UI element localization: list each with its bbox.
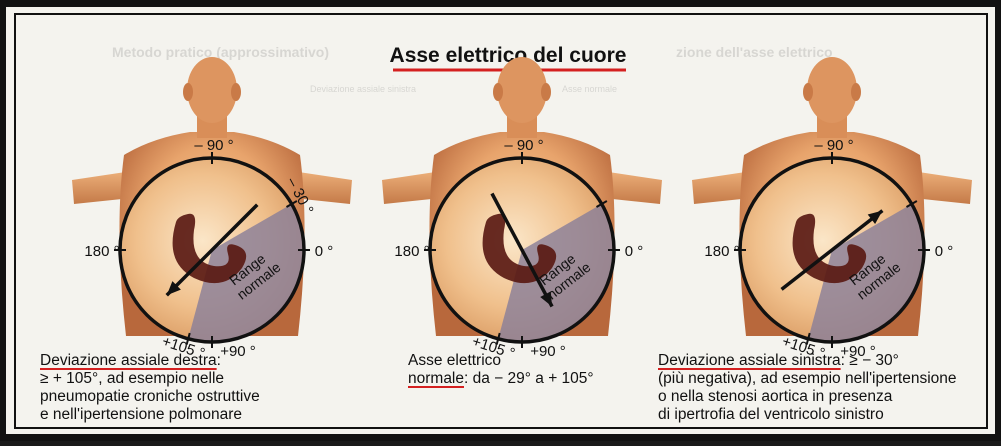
label-minus90: – 90 °: [814, 137, 853, 154]
ear-right: [851, 83, 861, 101]
caption-right-line-3: o nella stenosi aortica in presenza: [658, 388, 957, 406]
caption-left-underlined: Deviazione assiale destra: [40, 352, 217, 369]
caption-left-line-4: e nell'ipertensione polmonare: [40, 406, 260, 424]
label-180: 180 °: [84, 243, 119, 260]
head: [187, 57, 237, 123]
ear-right: [541, 83, 551, 101]
caption-center-range: : da − 29° a + 105°: [464, 370, 594, 387]
label-180: 180 °: [704, 243, 739, 260]
ghost-small-1: Deviazione assiale sinistra: [310, 84, 416, 94]
ghost-small-2: Asse normale: [562, 84, 617, 94]
label-minus90: – 90 °: [194, 137, 233, 154]
head: [497, 57, 547, 123]
ear-left: [183, 83, 193, 101]
ear-left: [803, 83, 813, 101]
caption-right-threshold: : ≥ − 30°: [841, 352, 899, 369]
caption-left-first-line: Deviazione assiale destra:: [40, 352, 260, 370]
caption-left: Deviazione assiale destra: ≥ + 105°, ad …: [40, 352, 260, 424]
caption-center-line-2: normale: da − 29° a + 105°: [408, 370, 594, 388]
label-180: 180 °: [394, 243, 429, 260]
ghost-heading-left: Metodo pratico (approssimativo): [112, 44, 329, 60]
caption-right-line-4: di ipertrofia del ventricolo sinistro: [658, 406, 957, 424]
label-0: 0 °: [625, 243, 644, 260]
ear-right: [231, 83, 241, 101]
label-minus90: – 90 °: [504, 137, 543, 154]
caption-right: Deviazione assiale sinistra: ≥ − 30° (pi…: [658, 352, 957, 424]
caption-left-line-2: ≥ + 105°, ad esempio nelle: [40, 370, 260, 388]
caption-center: Asse elettrico normale: da − 29° a + 105…: [408, 352, 594, 388]
caption-left-colon: :: [217, 352, 221, 369]
caption-left-line-3: pneumopatie croniche ostruttive: [40, 388, 260, 406]
ear-left: [493, 83, 503, 101]
label-0: 0 °: [935, 243, 954, 260]
caption-center-underlined: normale: [408, 370, 464, 387]
ghost-heading-right: zione dell'asse elettrico: [676, 44, 833, 60]
head: [807, 57, 857, 123]
caption-right-first-line: Deviazione assiale sinistra: ≥ − 30°: [658, 352, 957, 370]
label-0: 0 °: [315, 243, 334, 260]
caption-center-line-1: Asse elettrico: [408, 352, 594, 370]
caption-right-line-2: (più negativa), ad esempio nell'ipertens…: [658, 370, 957, 388]
caption-right-underlined: Deviazione assiale sinistra: [658, 352, 841, 369]
